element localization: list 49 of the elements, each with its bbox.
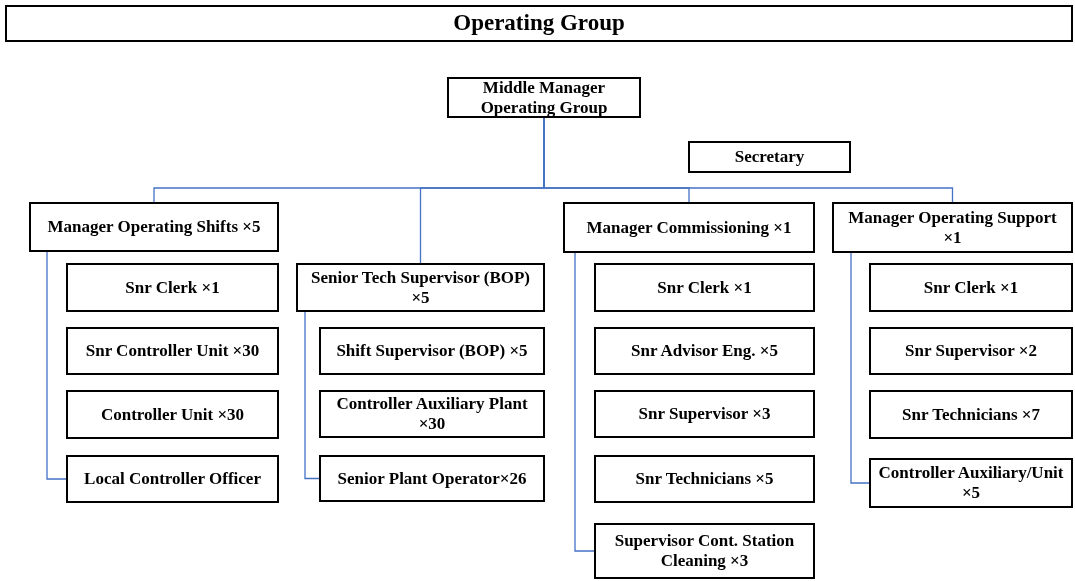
- role-label: Controller Auxiliary Plant ×30: [335, 394, 529, 434]
- org-box: [296, 263, 545, 312]
- role-label: Snr Clerk ×1: [923, 277, 1019, 298]
- org-box: [66, 455, 279, 503]
- role-label: Snr Controller Unit ×30: [85, 341, 260, 361]
- org-box: [869, 263, 1073, 312]
- role-label: Manager Operating Shifts ×5: [47, 217, 261, 237]
- org-box: [319, 390, 545, 438]
- role-label: Snr Technicians ×5: [635, 469, 774, 489]
- org-box: [66, 390, 279, 439]
- role-label: Senior Plant Operator×26: [337, 468, 527, 489]
- org-box: [319, 327, 545, 375]
- org-box: [29, 202, 279, 252]
- role-label: Snr Supervisor ×2: [905, 341, 1037, 361]
- role-label: Local Controller Officer: [84, 469, 261, 489]
- org-box: [869, 327, 1073, 375]
- role-label: Snr Clerk ×1: [125, 277, 220, 298]
- org-box: [869, 390, 1073, 439]
- org-box: [447, 77, 641, 118]
- connector-line: [850, 252, 870, 484]
- connector-line: [574, 252, 595, 552]
- org-box: [688, 141, 851, 173]
- org-box: [66, 327, 279, 375]
- role-label: Controller Unit ×30: [100, 404, 245, 425]
- title-banner: Operating Group: [5, 5, 1073, 42]
- org-box: [563, 202, 815, 253]
- role-label: Controller Auxiliary/Unit ×5: [877, 463, 1065, 503]
- role-label: Senior Tech Supervisor (BOP) ×5: [310, 267, 531, 308]
- org-box: [594, 523, 815, 579]
- role-label: Manager Commissioning ×1: [586, 217, 792, 238]
- org-box: [832, 202, 1073, 253]
- role-label: Middle Manager Operating Group: [479, 77, 609, 118]
- connector-line: [304, 311, 320, 480]
- role-label: Secretary: [734, 147, 805, 167]
- connector-line: [46, 251, 67, 480]
- role-label: Shift Supervisor (BOP) ×5: [336, 341, 528, 361]
- role-label: Snr Advisor Eng. ×5: [631, 341, 778, 361]
- org-box: [594, 327, 815, 375]
- role-label: Snr Supervisor ×3: [638, 404, 771, 424]
- role-label: Supervisor Cont. Station Cleaning ×3: [613, 531, 796, 571]
- org-box: [319, 455, 545, 502]
- org-box: [869, 458, 1073, 508]
- org-box: [594, 263, 815, 312]
- role-label: Snr Technicians ×7: [902, 404, 1040, 425]
- role-label: Snr Clerk ×1: [657, 277, 752, 298]
- org-box: [594, 390, 815, 438]
- org-box: [594, 455, 815, 503]
- role-label: Manager Operating Support ×1: [847, 207, 1058, 248]
- org-box: [66, 263, 279, 312]
